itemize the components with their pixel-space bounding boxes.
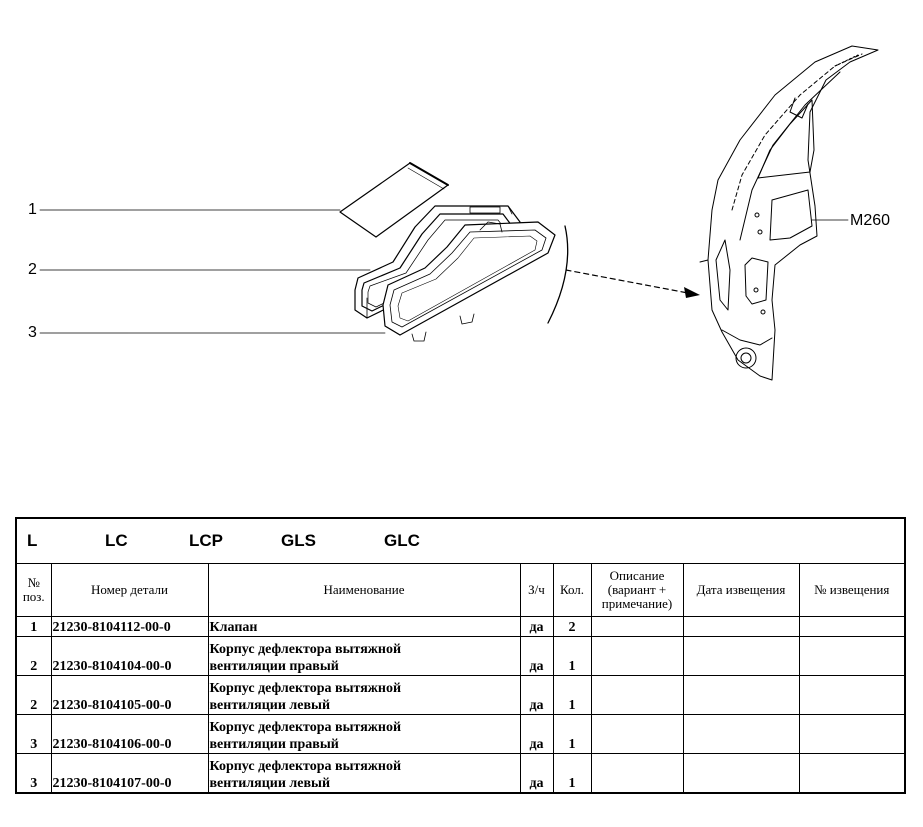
cell-notice-date — [682, 636, 800, 676]
header-description: Описание (вариант + примечание) — [590, 564, 684, 617]
cell-pos: 1 — [17, 616, 52, 637]
name-line: вентиляции левый — [209, 698, 331, 713]
name-line: Корпус дефлектора вытяжной — [209, 720, 402, 735]
arrowhead — [684, 287, 700, 298]
location-arrow — [565, 269, 689, 294]
model-label: LC — [105, 531, 128, 550]
cell-spare: да — [519, 753, 554, 792]
table-row: 3 21230-8104107-00-0 Корпус дефлектора в… — [17, 753, 904, 792]
cell-pos: 2 — [17, 636, 52, 676]
exploded-parts-diagram — [39, 45, 879, 381]
header-qty: Кол. — [552, 564, 592, 617]
model-label: LCP — [189, 531, 223, 550]
cell-notice-date — [682, 616, 800, 637]
cell-notice-no — [798, 675, 904, 715]
name-line: вентиляции левый — [209, 776, 331, 791]
name-line: Корпус дефлектора вытяжной — [209, 681, 402, 696]
cell-spare: да — [519, 616, 554, 637]
body-side-pillar — [699, 45, 879, 381]
cell-part-number: 21230-8104107-00-0 — [50, 753, 209, 792]
cell-part-number: 21230-8104104-00-0 — [50, 636, 209, 676]
name-line: Корпус дефлектора вытяжной — [209, 759, 402, 774]
name-line: Корпус дефлектора вытяжной — [209, 642, 402, 657]
cell-description — [590, 714, 684, 754]
callout-1: 1 — [28, 201, 37, 218]
cell-pos: 3 — [17, 753, 52, 792]
cell-description — [590, 675, 684, 715]
model-label: GLS — [281, 531, 316, 550]
cell-part-number: 21230-8104106-00-0 — [50, 714, 209, 754]
header-part-number: Номер детали — [50, 564, 209, 617]
name-line: Клапан — [209, 620, 258, 635]
cell-description — [590, 616, 684, 637]
cell-qty: 1 — [552, 636, 592, 676]
cell-qty: 1 — [552, 753, 592, 792]
parts-list: № поз. Номер детали Наименование З/ч Кол… — [17, 564, 904, 792]
cell-name: Корпус дефлектора вытяжной вентиляции пра… — [207, 636, 521, 676]
cell-part-number: 21230-8104112-00-0 — [50, 616, 209, 637]
section-arc — [547, 225, 569, 324]
body-ref-label: M260 — [850, 212, 891, 229]
callout-3: 3 — [28, 324, 37, 341]
cell-spare: да — [519, 714, 554, 754]
cell-notice-no — [798, 616, 904, 637]
name-line: вентиляции правый — [209, 659, 339, 674]
parts-table: L LC LCP GLS GLC № поз. Номер детали Наи… — [15, 517, 906, 794]
cell-notice-date — [682, 753, 800, 792]
cell-notice-no — [798, 753, 904, 792]
cell-name: Корпус дефлектора вытяжной вентиляции лев… — [207, 675, 521, 715]
cell-description — [590, 636, 684, 676]
cell-description — [590, 753, 684, 792]
cell-notice-date — [682, 675, 800, 715]
header-name: Наименование — [207, 564, 521, 617]
header-notice-date: Дата извещения — [682, 564, 800, 617]
part-deflector-housing — [382, 221, 556, 342]
cell-name: Клапан — [207, 616, 521, 637]
cell-spare: да — [519, 675, 554, 715]
model-label: L — [27, 531, 38, 550]
cell-notice-no — [798, 714, 904, 754]
part-flap — [339, 162, 449, 238]
cell-qty: 2 — [552, 616, 592, 637]
cell-qty: 1 — [552, 675, 592, 715]
table-row: 2 21230-8104104-00-0 Корпус дефлектора в… — [17, 636, 904, 676]
cell-qty: 1 — [552, 714, 592, 754]
name-line: вентиляции правый — [209, 737, 339, 752]
callout-2: 2 — [28, 261, 37, 278]
table-row: 1 21230-8104112-00-0 Клапан да 2 — [17, 616, 904, 637]
header-notice-no: № извещения — [798, 564, 904, 617]
cell-spare: да — [519, 636, 554, 676]
header-spare: З/ч — [519, 564, 554, 617]
cell-name: Корпус дефлектора вытяжной вентиляции лев… — [207, 753, 521, 792]
cell-pos: 2 — [17, 675, 52, 715]
cell-pos: 3 — [17, 714, 52, 754]
cell-part-number: 21230-8104105-00-0 — [50, 675, 209, 715]
models-row: L LC LCP GLS GLC — [17, 519, 904, 564]
cell-notice-no — [798, 636, 904, 676]
table-row: 3 21230-8104106-00-0 Корпус дефлектора в… — [17, 714, 904, 754]
model-label: GLC — [384, 531, 420, 550]
table-row: 2 21230-8104105-00-0 Корпус дефлектора в… — [17, 675, 904, 715]
cell-name: Корпус дефлектора вытяжной вентиляции пра… — [207, 714, 521, 754]
cell-notice-date — [682, 714, 800, 754]
header-pos: № поз. — [17, 564, 52, 617]
table-header-row: № поз. Номер детали Наименование З/ч Кол… — [17, 564, 904, 617]
